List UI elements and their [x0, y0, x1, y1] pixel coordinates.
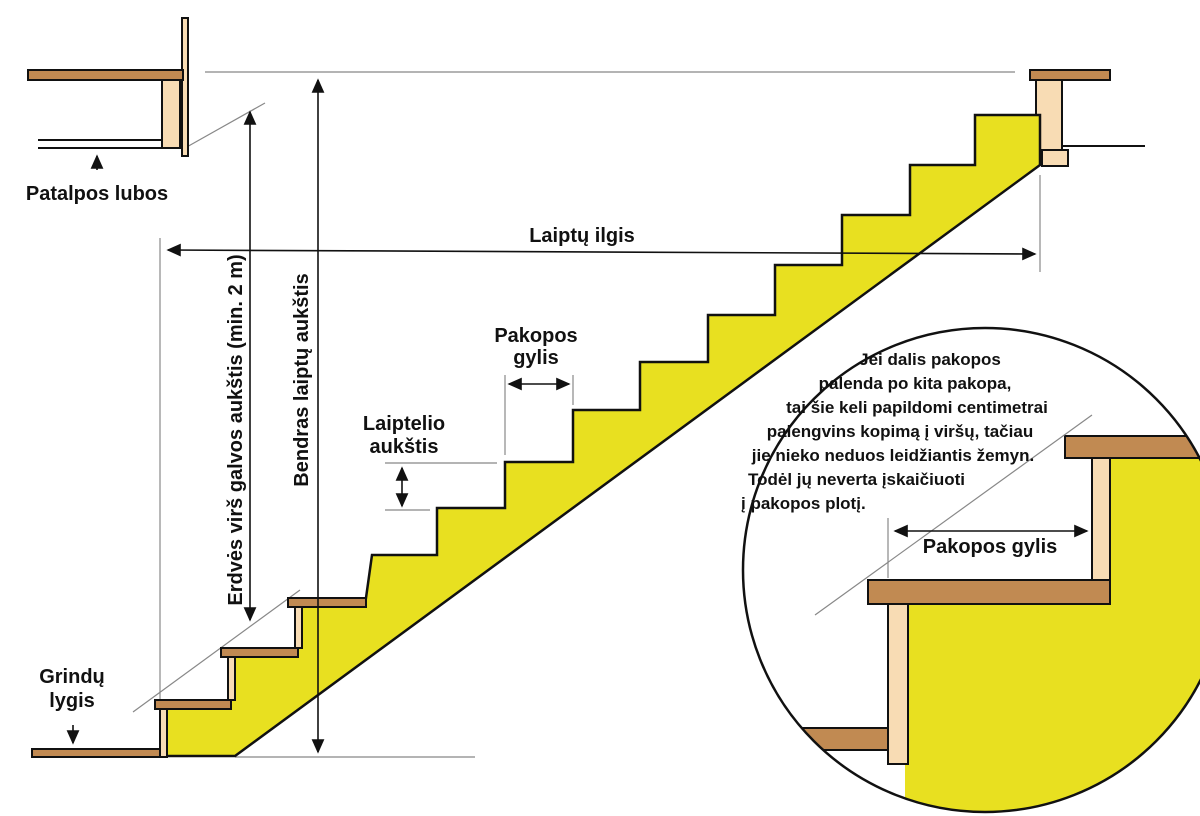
ceiling-structure: [27, 17, 189, 157]
dimension-arrows: [66, 78, 1037, 754]
ceiling-label: Patalpos lubos: [26, 183, 168, 205]
note-line: tai šie keli papildomi centimetrai: [786, 398, 1048, 417]
tread-depth-label-1: Pakopos: [494, 325, 577, 347]
floor-label-1: Grindų: [39, 666, 105, 688]
tread-depth-label-2: gylis: [513, 347, 559, 369]
floor-label-2: lygis: [49, 690, 95, 712]
note-line: Jei dalis pakopos: [859, 350, 1001, 369]
upper-landing: [1029, 69, 1145, 167]
guide-lines: [132, 71, 1041, 758]
note-line: jie nieko neduos leidžiantis žemyn.: [751, 446, 1034, 465]
stair-treads: [31, 597, 367, 758]
riser-height-label-2: aukštis: [370, 436, 439, 458]
headroom-label: Erdvės virš galvos aukštis (min. 2 m): [225, 254, 247, 605]
note-line: į pakopos plotį.: [741, 494, 866, 513]
detail-tread-depth-label: Pakopos gylis: [923, 536, 1058, 558]
stair-length-label: Laiptų ilgis: [529, 225, 635, 247]
detail-note: Jei dalis pakopos palenda po kita pakopa…: [741, 350, 1048, 513]
note-line: palenda po kita pakopa,: [819, 374, 1012, 393]
note-line: palengvins kopimą į viršų, tačiau: [767, 422, 1033, 441]
riser-height-label-1: Laiptelio: [363, 413, 445, 435]
total-height-label: Bendras laiptų aukštis: [291, 273, 313, 486]
note-line: Todėl jų neverta įskaičiuoti: [748, 470, 965, 489]
